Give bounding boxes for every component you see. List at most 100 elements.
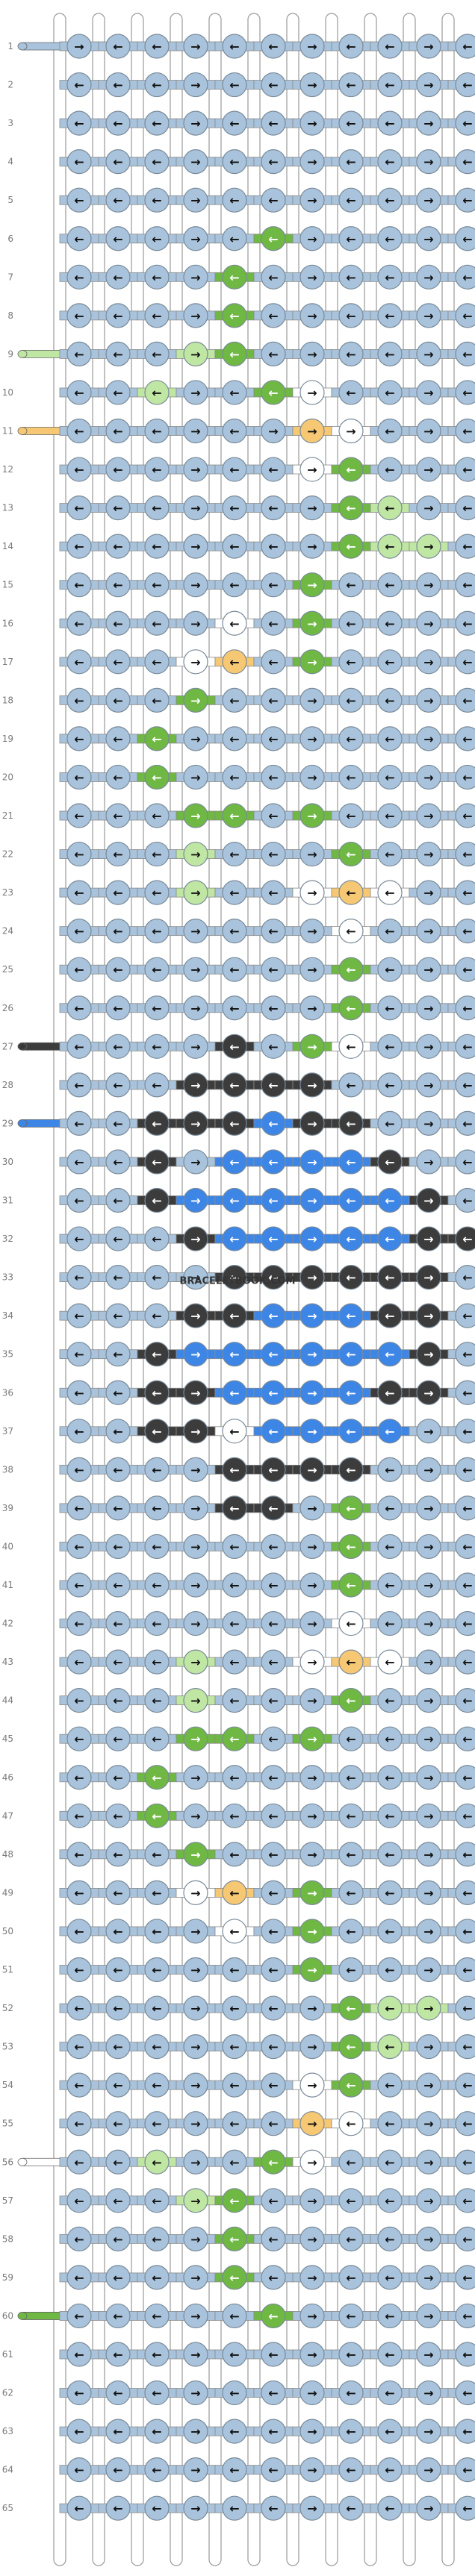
knot[interactable]: ← [98,34,138,59]
knot[interactable]: ← [137,34,177,59]
knot[interactable]: ← [253,1572,294,1598]
knot[interactable]: ← [214,495,255,521]
knot[interactable]: ← [98,2265,138,2290]
knot[interactable]: ← [253,1880,294,1905]
knot[interactable]: ← [370,495,410,521]
knot[interactable]: ← [447,2034,475,2060]
knot[interactable]: → [292,534,332,559]
knot[interactable]: ← [370,1264,410,1290]
knot[interactable]: ← [331,726,371,751]
knot[interactable]: ← [253,1457,294,1482]
knot[interactable]: ← [214,2419,255,2444]
knot[interactable]: → [176,1226,216,1251]
knot[interactable]: ← [59,1034,99,1059]
knot[interactable]: ← [98,1803,138,1828]
knot[interactable]: → [409,995,449,1021]
knot[interactable]: → [409,2265,449,2290]
knot[interactable]: → [292,1226,332,1251]
knot[interactable]: ← [98,803,138,828]
knot[interactable]: ← [253,803,294,828]
knot[interactable]: ← [447,149,475,175]
knot[interactable]: ← [137,2034,177,2060]
knot[interactable]: ← [331,2495,371,2521]
knot[interactable]: ← [253,34,294,59]
knot[interactable]: ← [370,764,410,790]
knot[interactable]: ← [331,1572,371,1598]
knot[interactable]: → [292,1110,332,1137]
knot[interactable]: ← [447,303,475,328]
knot[interactable]: → [176,2149,216,2175]
knot[interactable]: ← [370,1495,410,1521]
knot[interactable]: ← [59,1419,99,1444]
knot[interactable]: ← [214,1842,255,1867]
knot[interactable]: ← [98,2457,138,2483]
knot[interactable]: ← [253,187,294,213]
knot[interactable]: ← [447,34,475,59]
knot[interactable]: ← [331,457,371,482]
knot[interactable]: ← [370,610,410,636]
knot[interactable]: → [176,34,216,59]
knot[interactable]: ← [214,880,255,905]
knot[interactable]: ← [59,2380,99,2406]
knot[interactable]: → [292,226,332,251]
knot[interactable]: ← [447,1419,475,1444]
knot[interactable]: ← [59,1187,99,1213]
knot[interactable]: ← [370,264,410,290]
knot[interactable]: ← [59,572,99,598]
knot[interactable]: ← [331,2380,371,2406]
knot[interactable]: ← [59,2457,99,2483]
knot[interactable]: ← [447,1995,475,2021]
knot[interactable]: ← [447,2342,475,2367]
knot[interactable]: ← [447,2072,475,2098]
knot[interactable]: → [292,919,332,944]
knot[interactable]: ← [214,2034,255,2060]
knot[interactable]: → [176,1303,216,1328]
knot[interactable]: → [176,1149,216,1175]
knot[interactable]: ← [214,341,255,366]
knot[interactable]: ← [370,1380,410,1405]
knot[interactable]: ← [137,457,177,482]
knot[interactable]: ← [59,1495,99,1521]
knot[interactable]: → [176,495,216,521]
knot[interactable]: → [292,457,332,482]
knot[interactable]: ← [447,1303,475,1328]
knot[interactable]: ← [370,303,410,328]
knot[interactable]: ← [331,534,371,559]
knot[interactable]: ← [447,2149,475,2175]
knot[interactable]: ← [98,264,138,290]
knot[interactable]: ← [253,1264,294,1290]
knot[interactable]: ← [447,1495,475,1521]
knot[interactable]: ← [214,1303,255,1328]
knot[interactable]: ← [98,1226,138,1251]
knot[interactable]: → [176,380,216,405]
knot[interactable]: ← [370,1726,410,1751]
knot[interactable]: ← [253,1803,294,1828]
knot[interactable]: ← [331,1803,371,1828]
knot[interactable]: ← [370,1110,410,1137]
knot[interactable]: ← [253,1187,294,1213]
knot[interactable]: ← [253,1072,294,1098]
knot[interactable]: ← [59,341,99,366]
knot[interactable]: ← [253,1995,294,2021]
knot[interactable]: ← [214,1495,255,1521]
knot[interactable]: ← [253,919,294,944]
knot[interactable]: ← [253,1226,294,1251]
knot[interactable]: ← [59,1919,99,1944]
knot[interactable]: → [176,726,216,751]
knot[interactable]: ← [59,1957,99,1983]
knot[interactable]: ← [370,1226,410,1251]
knot[interactable]: ← [98,957,138,982]
knot[interactable]: ← [370,919,410,944]
knot[interactable]: ← [253,880,294,905]
knot[interactable]: ← [253,649,294,675]
knot[interactable]: ← [447,1534,475,1560]
knot[interactable]: ← [370,880,410,905]
knot[interactable]: → [409,380,449,405]
knot[interactable]: ← [370,1187,410,1213]
knot[interactable]: → [292,1765,332,1790]
knot[interactable]: ← [447,1187,475,1213]
knot[interactable]: ← [214,1457,255,1482]
knot[interactable]: ← [98,726,138,751]
knot[interactable]: ← [447,1342,475,1367]
knot[interactable]: ← [98,1149,138,1175]
